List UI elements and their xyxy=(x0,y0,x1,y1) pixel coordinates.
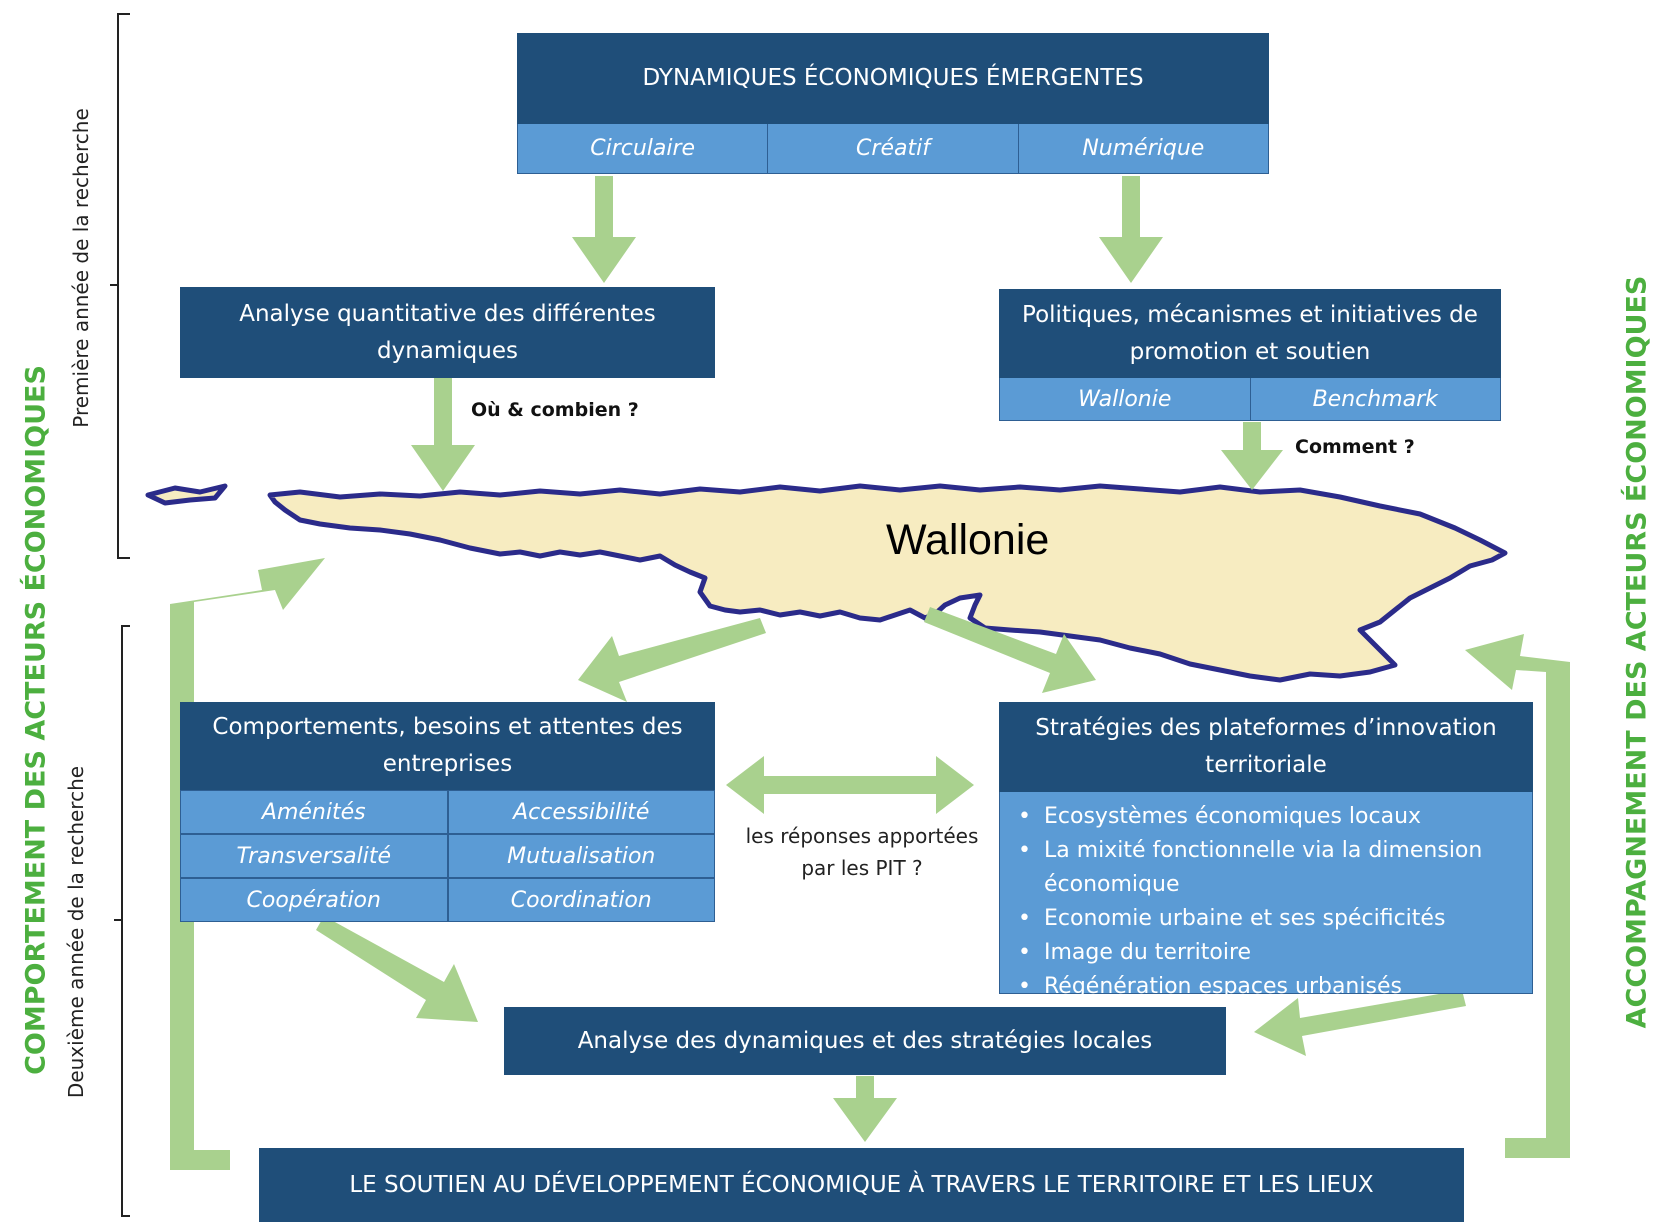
left-feedback-arrow xyxy=(170,558,325,1170)
strategies-box: Stratégies des plateformes d’innovation … xyxy=(999,702,1533,1004)
top-box-title: DYNAMIQUES ÉCONOMIQUES ÉMERGENTES xyxy=(517,33,1269,124)
cell-coordination: Coordination xyxy=(447,878,715,922)
top-cell-numerique: Numérique xyxy=(1018,124,1269,174)
top-cell-creatif: Créatif xyxy=(768,124,1019,174)
arrow-comportements-to-analyse xyxy=(316,916,478,1022)
top-box: DYNAMIQUES ÉCONOMIQUES ÉMERGENTES Circul… xyxy=(517,33,1269,174)
analyse-quant-box: Analyse quantitative des différentes dyn… xyxy=(180,287,715,378)
question-ou-combien: Où & combien ? xyxy=(471,399,639,421)
cell-accessibilite: Accessibilité xyxy=(447,790,715,834)
cell-transversalite: Transversalité xyxy=(180,834,448,878)
soutien-box: LE SOUTIEN AU DÉVELOPPEMENT ÉCONOMIQUE À… xyxy=(259,1148,1464,1222)
comportements-title: Comportements, besoins et attentes des e… xyxy=(180,702,715,790)
arrow-down-comment xyxy=(1221,422,1283,490)
arrow-down-circulaire xyxy=(572,176,636,283)
reponses-question: les réponses apportées par les PIT ? xyxy=(745,824,979,880)
strategies-bullet: Ecosystèmes économiques locaux xyxy=(1018,800,1522,834)
strategies-title: Stratégies des plateformes d’innovation … xyxy=(999,702,1533,792)
map-label-wallonie: Wallonie xyxy=(886,516,1050,564)
strategies-bullet: Economie urbaine et ses spécificités xyxy=(1018,902,1522,936)
top-cell-circulaire: Circulaire xyxy=(517,124,769,174)
analyse-dyn-box: Analyse des dynamiques et des stratégies… xyxy=(504,1007,1226,1075)
green-arrows xyxy=(170,176,1570,1170)
right-green-label: ACCOMPAGNEMENT DES ACTEURS ÉCONOMIQUES xyxy=(1621,275,1653,1029)
strategies-bullet: Image du territoire xyxy=(1018,936,1522,970)
cell-cooperation: Coopération xyxy=(180,878,448,922)
arrow-down-soutien xyxy=(833,1076,897,1142)
politiques-cell-wallonie: Wallonie xyxy=(999,378,1251,421)
politiques-title: Politiques, mécanismes et initiatives de… xyxy=(999,289,1501,378)
arrow-map-to-comportements xyxy=(578,618,766,702)
arrow-down-numerique xyxy=(1099,176,1163,283)
politiques-box: Politiques, mécanismes et initiatives de… xyxy=(999,289,1501,421)
year2-label: Deuxième année de la recherche xyxy=(64,765,88,1099)
politiques-cell-benchmark: Benchmark xyxy=(1250,378,1501,421)
strategies-bullet: Régénération espaces urbanisés xyxy=(1018,970,1522,1004)
arrow-strategies-to-analyse xyxy=(1254,990,1466,1056)
arrow-map-to-strategies xyxy=(924,607,1096,693)
arrow-down-ou xyxy=(411,378,475,491)
question-comment: Comment ? xyxy=(1295,436,1415,458)
strategies-list: Ecosystèmes économiques locaux La mixité… xyxy=(1000,792,1532,1010)
year1-label: Première année de la recherche xyxy=(69,108,93,428)
year2-bracket xyxy=(114,625,130,1217)
left-green-label: COMPORTEMENT DES ACTEURS ÉCONOMIQUES xyxy=(20,365,52,1075)
wallonie-map xyxy=(145,483,1508,683)
cell-mutualisation: Mutualisation xyxy=(447,834,715,878)
cell-amenites: Aménités xyxy=(180,790,448,834)
comportements-box: Comportements, besoins et attentes des e… xyxy=(180,702,715,922)
year1-bracket xyxy=(110,13,130,559)
double-arrow xyxy=(726,756,974,814)
right-feedback-arrow xyxy=(1465,634,1570,1158)
strategies-bullet: La mixité fonctionnelle via la dimension… xyxy=(1018,834,1522,902)
